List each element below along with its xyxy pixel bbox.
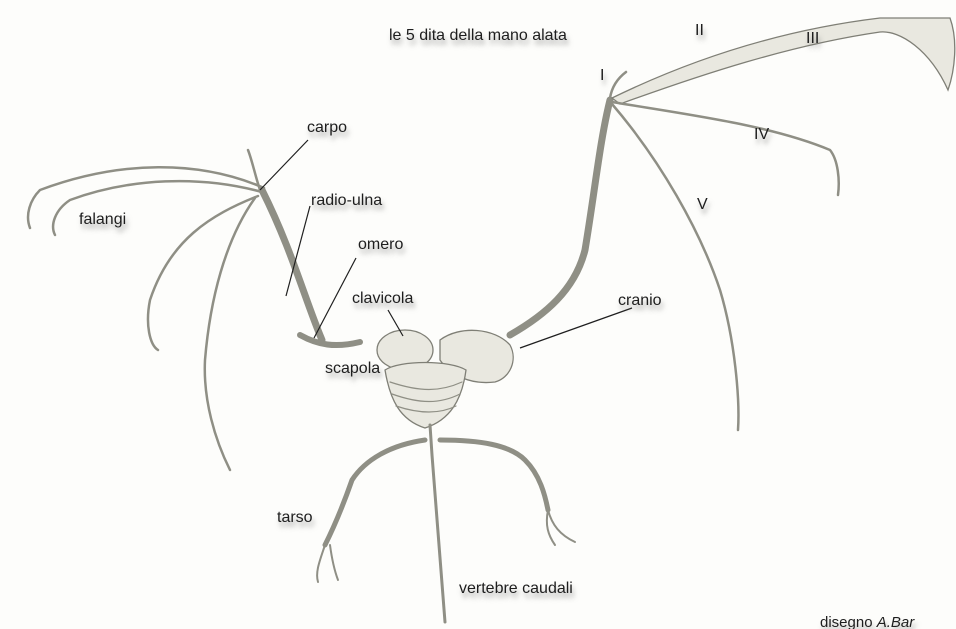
right-digit-5 <box>612 104 738 430</box>
left-finger-4 <box>205 198 255 470</box>
left-foot <box>317 545 338 582</box>
credit-prefix: disegno <box>820 614 877 629</box>
left-finger-1 <box>28 167 264 228</box>
label-carpo: carpo <box>307 119 347 137</box>
label-tarso: tarso <box>277 509 313 527</box>
label-digit-iii: III <box>806 30 819 48</box>
label-cranio: cranio <box>618 292 662 310</box>
label-falangi: falangi <box>79 211 126 229</box>
label-radio-ulna: radio-ulna <box>311 192 382 210</box>
leader-omero <box>314 258 356 338</box>
credit-author: A.Bar <box>877 614 915 629</box>
label-digit-iv: IV <box>754 126 769 144</box>
label-omero: omero <box>358 236 403 254</box>
label-vertebre-caudali: vertebre caudali <box>459 580 573 598</box>
right-foot <box>547 510 575 545</box>
leader-carpo <box>260 140 308 190</box>
right-digits-2-3 <box>612 18 955 104</box>
label-digit-i: I <box>600 67 604 85</box>
tail-vertebrae <box>430 425 445 622</box>
right-wing <box>510 18 955 430</box>
label-digit-v: V <box>697 196 708 214</box>
label-scapola: scapola <box>325 360 380 378</box>
left-humerus <box>300 335 360 345</box>
drawing-credit: disegno A.Bar <box>820 614 914 629</box>
right-radius-ulna <box>510 100 610 335</box>
label-clavicola: clavicola <box>352 290 413 308</box>
left-humerus-radius <box>262 190 322 340</box>
left-leg <box>325 440 425 545</box>
right-leg <box>440 440 548 510</box>
label-digit-ii: II <box>695 22 704 40</box>
label-digits: le 5 dita della mano alata <box>389 27 567 45</box>
